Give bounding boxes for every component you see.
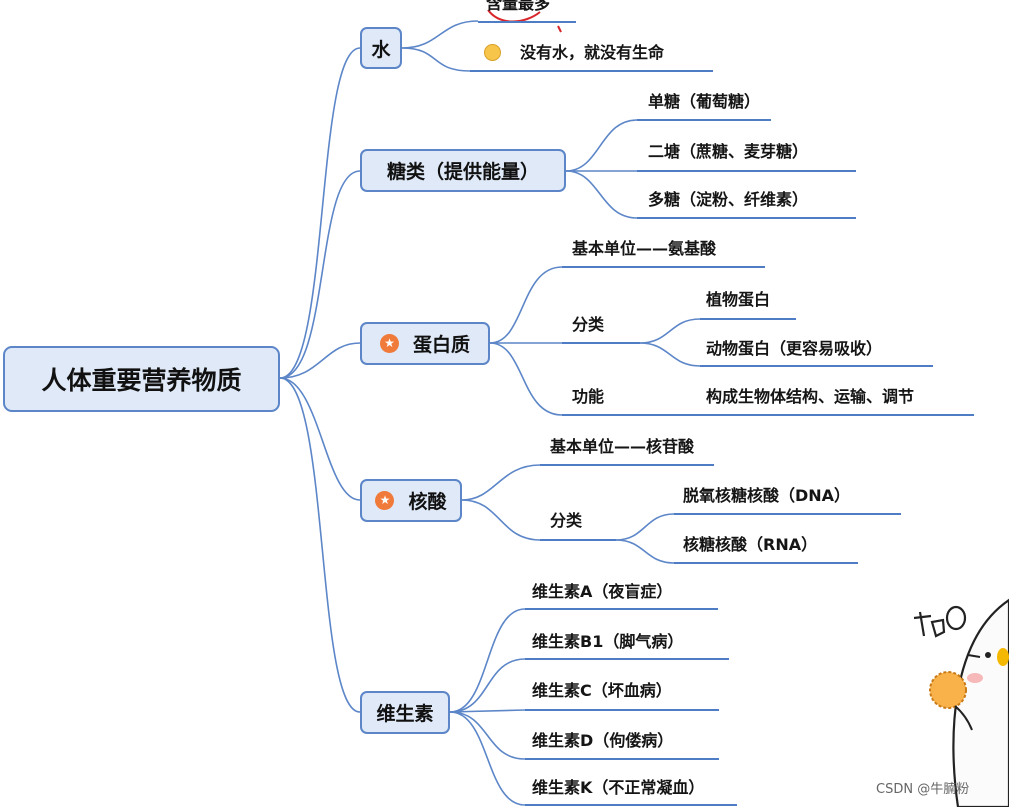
water-item-2-underline bbox=[470, 70, 713, 72]
node-nucleic-label: 核酸 bbox=[408, 491, 447, 513]
link-water-2 bbox=[401, 47, 471, 72]
link-sugar-3 bbox=[565, 170, 638, 219]
vitamin-item-k: 维生素K（不正常凝血） bbox=[532, 778, 705, 797]
link-nclass-dna bbox=[615, 513, 675, 541]
protein-class: 分类 bbox=[572, 315, 605, 334]
protein-class-underline bbox=[562, 342, 640, 344]
node-water-label: 水 bbox=[371, 38, 391, 61]
protein-func-underline bbox=[562, 414, 974, 416]
sugar-item-1-underline bbox=[637, 119, 771, 121]
link-class-plant bbox=[639, 318, 701, 344]
protein-unit: 基本单位——氨基酸 bbox=[572, 239, 717, 258]
nucleic-class-dna-underline bbox=[674, 513, 901, 515]
water-item-1: 含量最多 bbox=[486, 0, 551, 13]
nucleic-class: 分类 bbox=[550, 511, 583, 530]
star-icon: ★ bbox=[375, 491, 395, 510]
link-nucleic-class bbox=[461, 499, 541, 541]
protein-func: 功能 bbox=[572, 387, 605, 406]
link-vit-c bbox=[449, 709, 526, 713]
sugar-item-1: 单糖（葡萄糖） bbox=[648, 92, 761, 111]
vitamin-item-d: 维生素D（佝偻病） bbox=[532, 731, 674, 750]
sugar-item-2: 二塘（蔗糖、麦芽糖） bbox=[648, 142, 809, 161]
nucleic-class-dna: 脱氧核糖核酸（DNA） bbox=[683, 486, 851, 505]
water-item-2: 没有水，就没有生命 bbox=[520, 43, 665, 62]
protein-class-plant: 植物蛋白 bbox=[706, 290, 771, 309]
node-nucleic[interactable]: ★ 核酸 bbox=[360, 479, 462, 522]
nucleic-class-rna: 核糖核酸（RNA） bbox=[683, 535, 818, 554]
node-sugar-label: 糖类（提供能量） bbox=[386, 161, 539, 183]
link-nclass-rna bbox=[615, 539, 675, 564]
face-emoji-icon bbox=[484, 44, 501, 61]
protein-class-plant-underline bbox=[700, 318, 796, 320]
link-vit-k bbox=[449, 711, 526, 806]
vitamin-item-a-underline bbox=[525, 608, 718, 610]
link-root-vitamin bbox=[279, 377, 361, 713]
vitamin-item-c: 维生素C（坏血病） bbox=[532, 681, 672, 700]
link-vit-a bbox=[449, 608, 526, 713]
link-nucleic-unit bbox=[461, 464, 541, 501]
star-icon: ★ bbox=[379, 334, 399, 353]
vitamin-item-c-underline bbox=[525, 709, 719, 711]
node-vitamin-label: 维生素 bbox=[376, 703, 434, 725]
link-class-animal bbox=[639, 342, 701, 367]
nucleic-class-rna-underline bbox=[674, 562, 858, 564]
vitamin-item-b1: 维生素B1（脚气病） bbox=[532, 632, 684, 651]
root-label: 人体重要营养物质 bbox=[41, 366, 242, 395]
link-vit-b1 bbox=[449, 658, 526, 713]
vitamin-item-b1-underline bbox=[525, 658, 729, 660]
link-protein-func bbox=[489, 342, 563, 416]
node-vitamin[interactable]: 维生素 bbox=[360, 691, 450, 734]
nucleic-unit-underline bbox=[540, 464, 714, 466]
sugar-item-3: 多糖（淀粉、纤维素） bbox=[648, 190, 809, 209]
nucleic-class-underline bbox=[540, 539, 616, 541]
sugar-item-3-underline bbox=[637, 217, 856, 219]
water-item-1-underline bbox=[478, 21, 576, 23]
link-vit-d bbox=[449, 711, 526, 760]
link-water-1 bbox=[401, 20, 479, 49]
node-protein[interactable]: ★ 蛋白质 bbox=[360, 322, 490, 365]
node-protein-label: 蛋白质 bbox=[412, 334, 470, 356]
sticker-illustration bbox=[913, 598, 1009, 807]
protein-class-animal: 动物蛋白（更容易吸收） bbox=[706, 339, 883, 358]
protein-class-animal-underline bbox=[700, 365, 933, 367]
link-protein-unit bbox=[489, 266, 563, 344]
link-root-protein bbox=[279, 342, 361, 379]
sugar-item-2-underline bbox=[637, 170, 856, 172]
red-annotation-tick bbox=[557, 25, 562, 33]
vitamin-item-k-underline bbox=[525, 804, 737, 806]
link-root-nucleic bbox=[279, 377, 361, 501]
protein-func-value: 构成生物体结构、运输、调节 bbox=[706, 387, 915, 406]
watermark: CSDN @牛腩粉 bbox=[876, 782, 970, 797]
link-sugar-1 bbox=[565, 119, 638, 172]
link-root-sugar bbox=[279, 170, 361, 379]
node-water[interactable]: 水 bbox=[360, 27, 402, 69]
link-root-water bbox=[279, 47, 361, 379]
vitamin-item-a: 维生素A（夜盲症） bbox=[532, 582, 673, 601]
root-node[interactable]: 人体重要营养物质 bbox=[3, 346, 280, 412]
nucleic-unit: 基本单位——核苷酸 bbox=[550, 437, 695, 456]
protein-unit-underline bbox=[562, 266, 765, 268]
node-sugar[interactable]: 糖类（提供能量） bbox=[360, 149, 566, 192]
vitamin-item-d-underline bbox=[525, 758, 719, 760]
